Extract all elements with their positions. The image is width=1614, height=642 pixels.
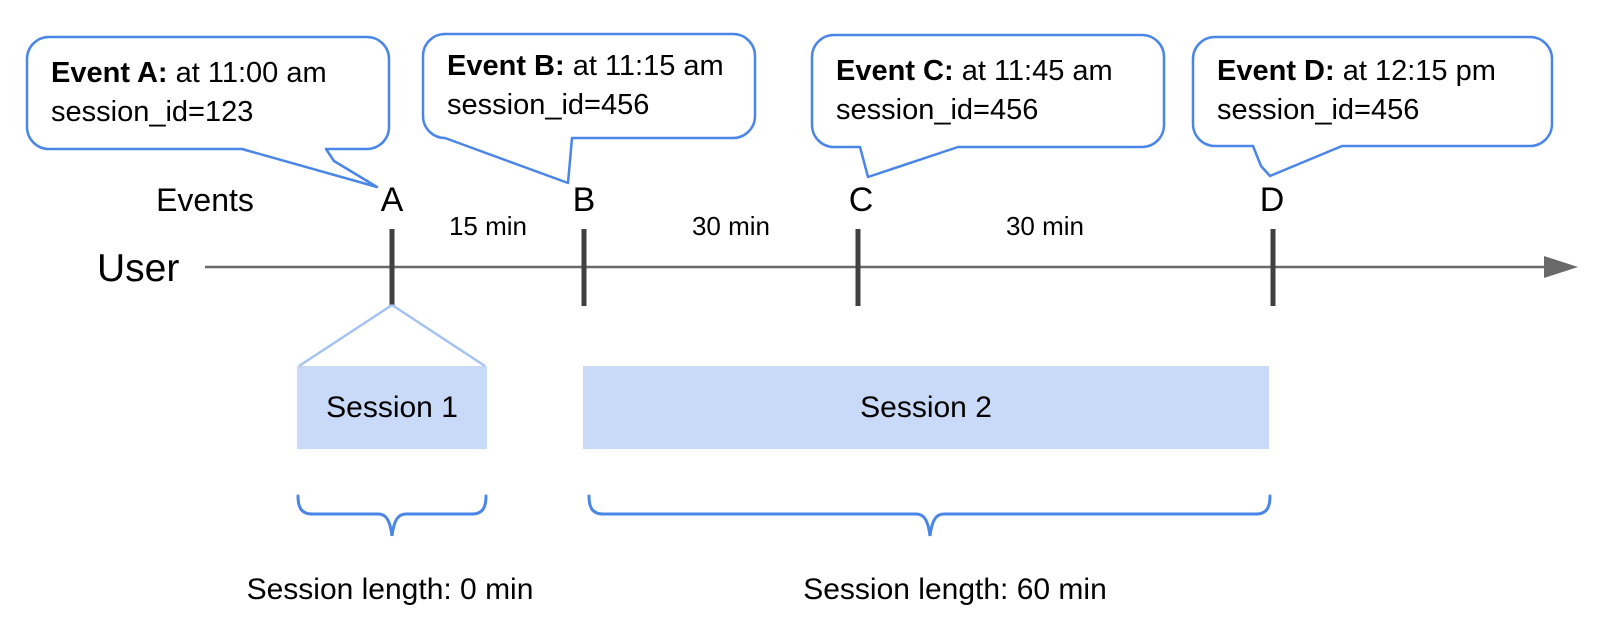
callout-a-line1: Event A: at 11:00 am (51, 54, 327, 93)
callout-b-session-id: session_id=456 (447, 89, 650, 121)
session-1-length-label: Session length: 0 min (246, 573, 534, 606)
session-1-brace (296, 494, 488, 537)
callout-text-a: Event A: at 11:00 am session_id=123 (51, 54, 327, 132)
session-2-length-label: Session length: 60 min (803, 573, 1107, 606)
callout-d-time: at 12:15 pm (1334, 55, 1496, 87)
callout-text-d: Event D: at 12:15 pm session_id=456 (1217, 52, 1496, 130)
event-letter-a: A (380, 181, 404, 219)
callout-b-event: Event B: (447, 50, 565, 82)
session-2-label: Session 2 (860, 390, 992, 424)
event-letter-c: C (848, 181, 874, 219)
callout-a-time: at 11:00 am (167, 57, 327, 89)
callout-d-event: Event D: (1217, 55, 1335, 87)
callout-c-session-id: session_id=456 (836, 94, 1039, 126)
events-row-label: Events (156, 182, 254, 218)
interval-a-b: 15 min (448, 211, 528, 241)
session-1-bar: Session 1 (297, 366, 487, 449)
event-letter-b: B (572, 181, 596, 219)
callout-c-event: Event C: (836, 55, 954, 87)
callout-c-time: at 11:45 am (953, 55, 1113, 87)
callout-a-session-id: session_id=123 (51, 96, 254, 128)
session-1-funnel-left (298, 303, 393, 368)
event-letter-d: D (1259, 181, 1285, 219)
callout-d-session-id: session_id=456 (1217, 94, 1420, 126)
callout-b-time: at 11:15 am (564, 50, 724, 82)
callout-d-line1: Event D: at 12:15 pm (1217, 52, 1496, 91)
session-2-bar: Session 2 (583, 366, 1269, 449)
timeline-arrowhead-icon (1544, 256, 1578, 278)
callout-b-line1: Event B: at 11:15 am (447, 47, 724, 86)
session-1-label: Session 1 (326, 390, 458, 424)
callout-text-c: Event C: at 11:45 am session_id=456 (836, 52, 1113, 130)
session-1-funnel-right (391, 303, 486, 368)
user-row-label: User (97, 247, 180, 290)
interval-c-d: 30 min (1005, 211, 1085, 241)
callout-c-line1: Event C: at 11:45 am (836, 52, 1113, 91)
session-2-brace (587, 494, 1272, 537)
callout-text-b: Event B: at 11:15 am session_id=456 (447, 47, 724, 125)
interval-b-c: 30 min (691, 211, 771, 241)
callout-a-event: Event A: (51, 57, 168, 89)
